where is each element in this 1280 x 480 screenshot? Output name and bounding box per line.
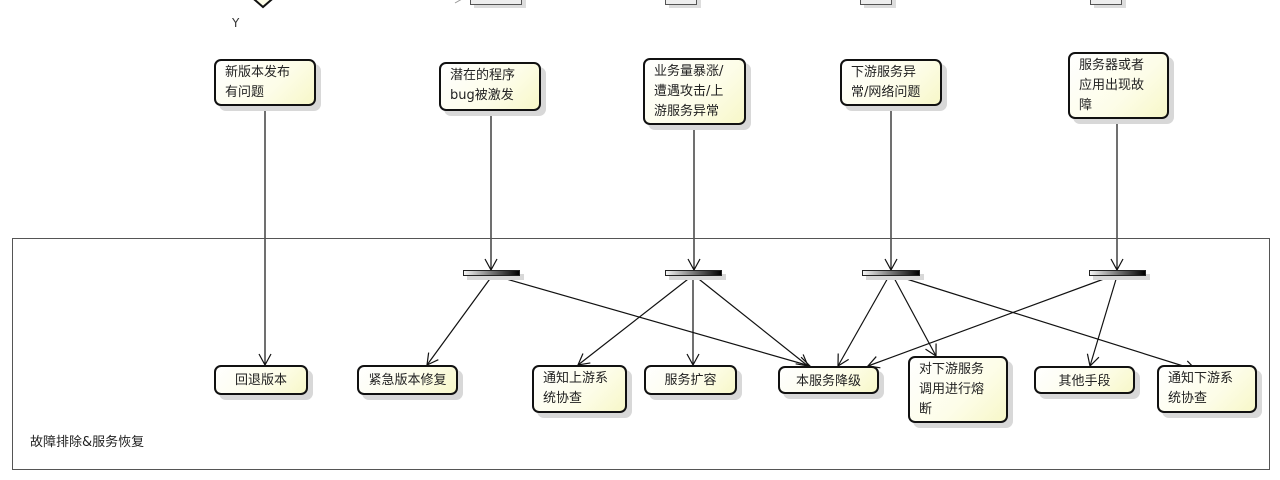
- action-other[interactable]: 其他手段: [1034, 366, 1135, 394]
- cause-new-release[interactable]: 新版本发布 有问题: [214, 59, 316, 106]
- fork-bar-4: [1089, 270, 1146, 276]
- action-hotfix[interactable]: 紧急版本修复: [357, 365, 458, 395]
- edge-fork3-degrade: [837, 275, 890, 368]
- edge-fork4-other: [1086, 275, 1118, 368]
- partial-node: [1090, 0, 1122, 5]
- partial-node: [470, 0, 522, 5]
- fork-bar-1: [463, 270, 520, 276]
- guard-label-y: Y: [232, 16, 240, 30]
- cause-downstream-issue[interactable]: 下游服务异 常/网络问题: [840, 59, 942, 106]
- action-scale-out[interactable]: 服务扩容: [644, 365, 737, 395]
- cause-traffic-surge[interactable]: 业务量暴涨/ 遭遇攻击/上 游服务异常: [643, 58, 746, 125]
- action-circuit-break[interactable]: 对下游服务 调用进行熔 断: [908, 356, 1008, 423]
- action-notify-downstream[interactable]: 通知下游系 统协查: [1157, 365, 1257, 413]
- cause-server-failure[interactable]: 服务器或者 应用出现故 障: [1068, 52, 1169, 119]
- fork-bar-2: [665, 270, 722, 276]
- edge-fork3-notify-down: [896, 275, 1198, 374]
- partial-node: [860, 0, 892, 5]
- action-rollback[interactable]: 回退版本: [214, 365, 308, 395]
- edge-fork1-hotfix: [426, 275, 493, 367]
- partial-decision-diamond: [253, 0, 462, 9]
- action-degrade[interactable]: 本服务降级: [778, 366, 879, 394]
- edge-fork1-degrade: [495, 275, 812, 370]
- partition-label: 故障排除&服务恢复: [30, 435, 145, 450]
- partial-node: [665, 0, 697, 5]
- cause-latent-bug[interactable]: 潜在的程序 bug被激发: [439, 62, 541, 111]
- edge-fork3-circuit: [892, 275, 937, 358]
- swimlane-partition: [12, 238, 1270, 470]
- fork-bar-3: [862, 270, 920, 276]
- edge-fork4-degrade: [866, 275, 1113, 369]
- edge-fork2-notify-up: [577, 275, 693, 366]
- action-notify-upstream[interactable]: 通知上游系 统协查: [532, 365, 627, 413]
- edge-fork2-degrade: [694, 275, 809, 367]
